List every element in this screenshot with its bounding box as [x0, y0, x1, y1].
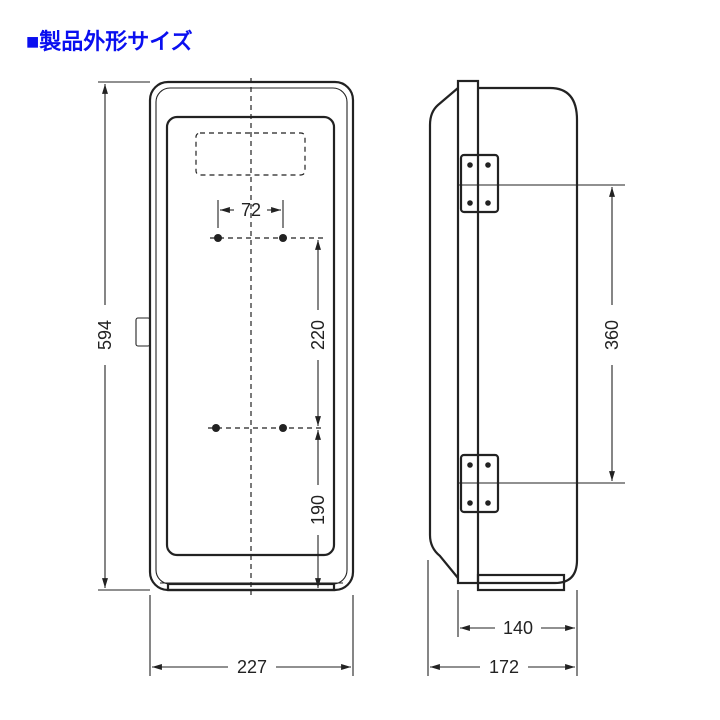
- dim-hole-vertical: 220: [308, 320, 328, 350]
- page-title: ■製品外形サイズ: [26, 29, 193, 54]
- dim-hole-horizontal: 72: [241, 200, 261, 220]
- mount-hole: [279, 424, 287, 432]
- label-window: [195, 132, 306, 176]
- base: [476, 573, 566, 592]
- front-view: [98, 78, 355, 676]
- mount-hole: [214, 234, 222, 242]
- dim-hole-to-bottom: 190: [308, 495, 328, 525]
- handle: [135, 317, 151, 347]
- dim-height: 594: [95, 320, 115, 350]
- dim-width: 227: [237, 657, 267, 677]
- hinge-top: [459, 153, 500, 214]
- dim-body-depth: 140: [503, 618, 533, 638]
- body-outline: [478, 86, 579, 585]
- front-bulge: [428, 87, 459, 579]
- side-view: [427, 79, 625, 676]
- door-frame: [456, 79, 480, 585]
- dim-hinge-spacing: 360: [602, 320, 622, 350]
- dim-total-depth: 172: [489, 657, 519, 677]
- mount-hole: [212, 424, 220, 432]
- mount-hole: [279, 234, 287, 242]
